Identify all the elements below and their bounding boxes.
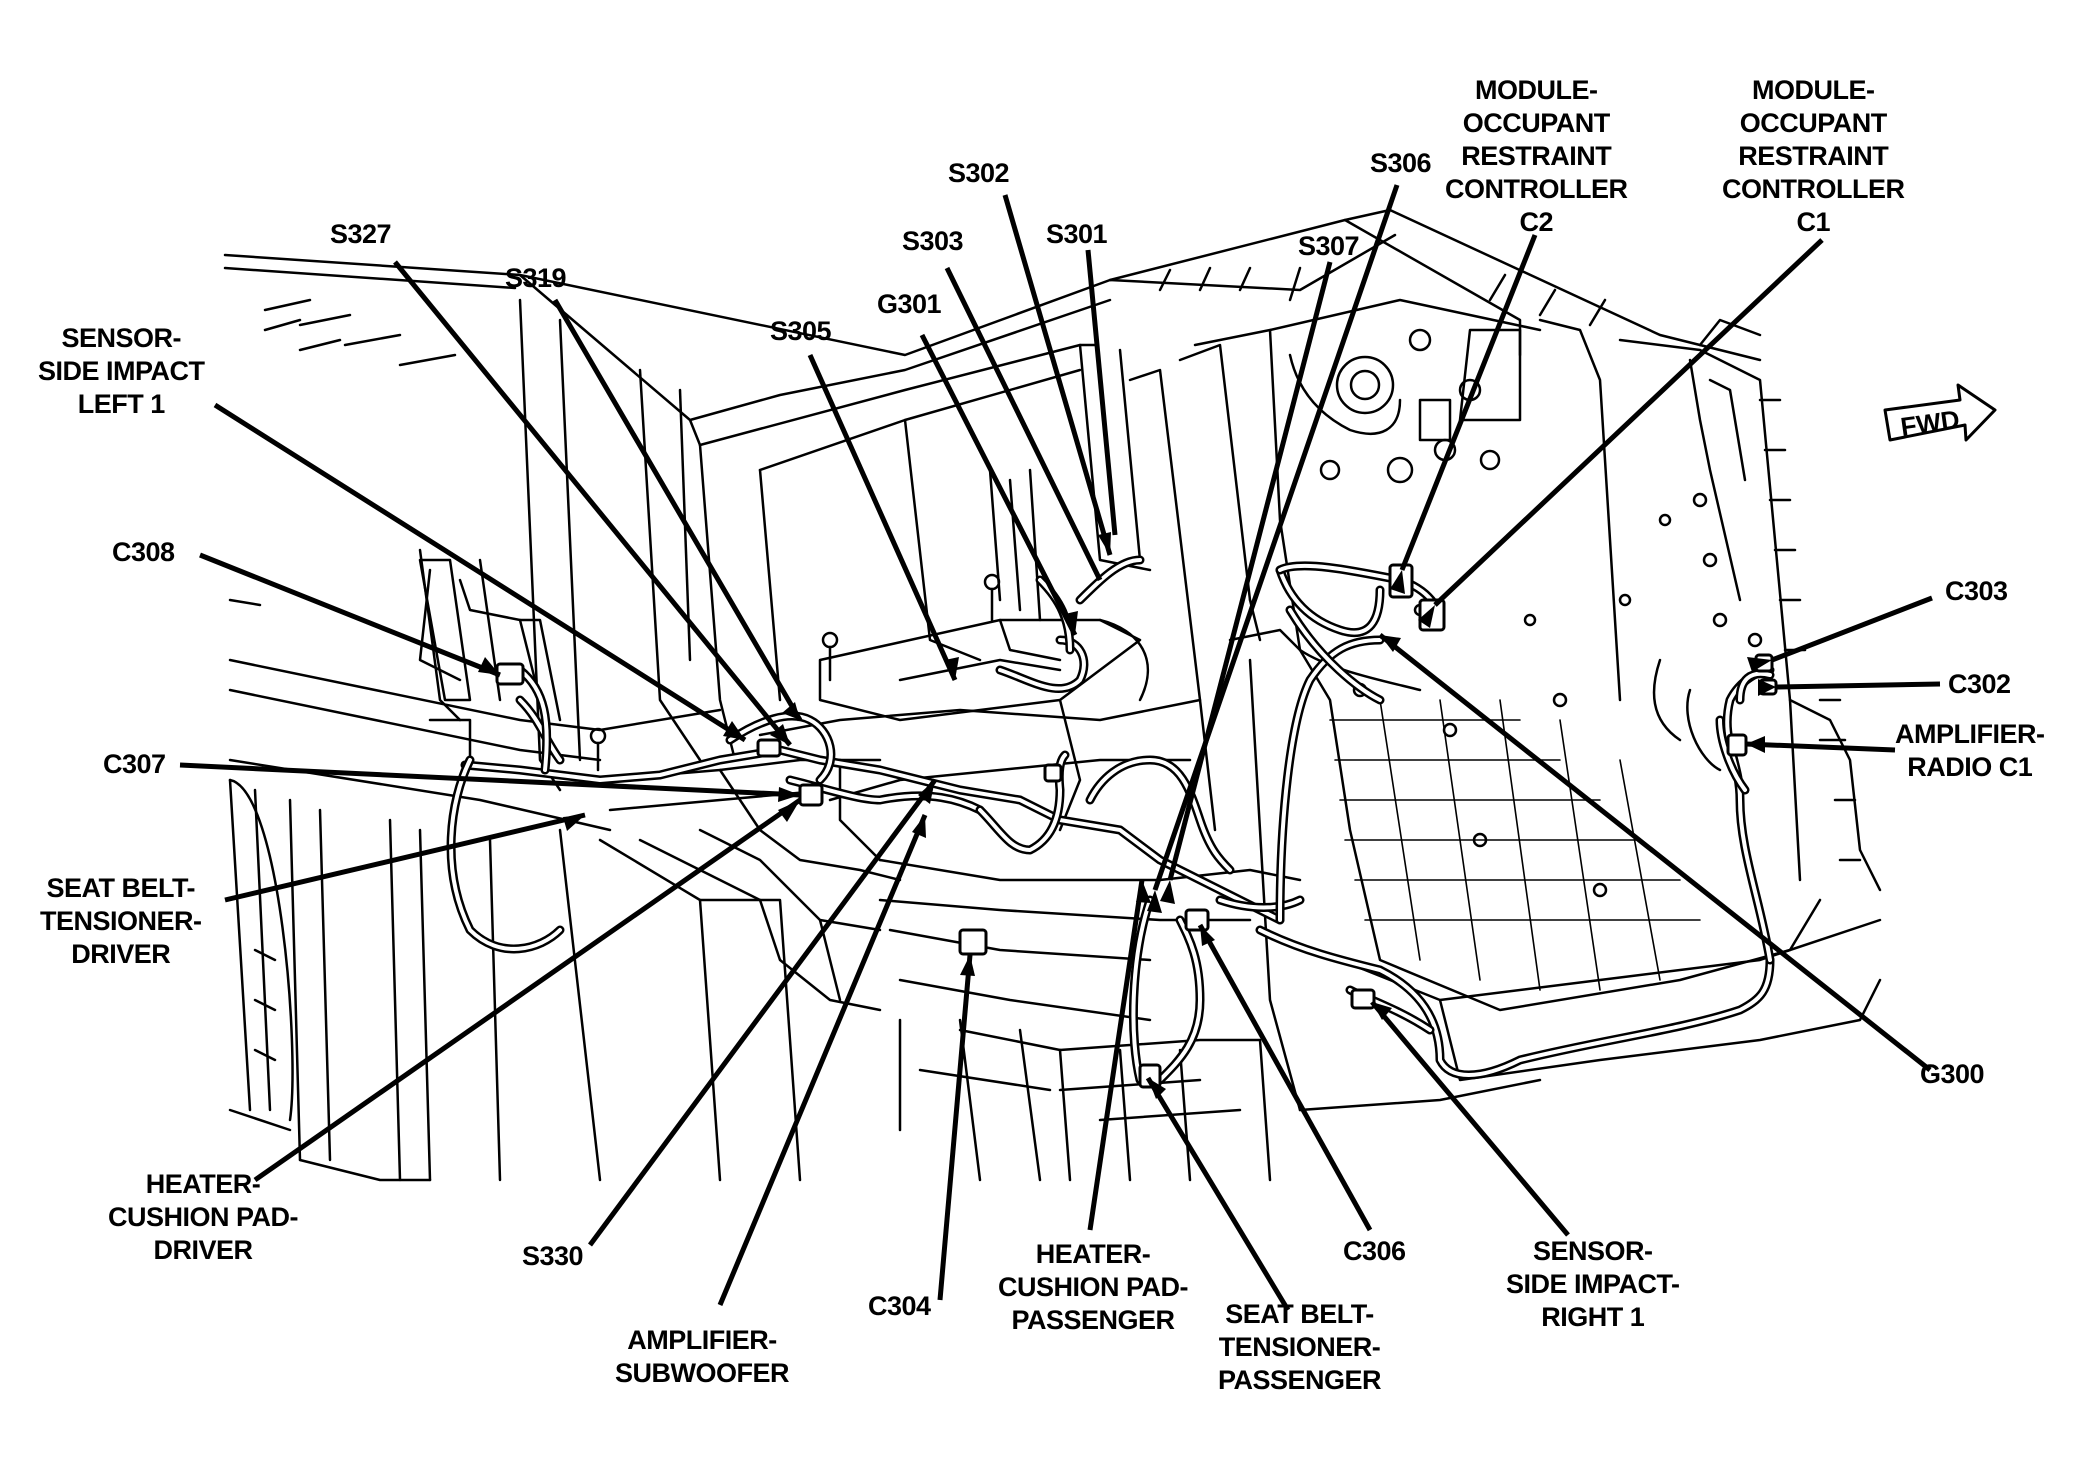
label-sensor-side-impact-left-1: SENSOR- SIDE IMPACT LEFT 1 bbox=[38, 323, 205, 419]
fwd-arrow-icon bbox=[1883, 383, 1997, 442]
label-amplifier-radio-c1: AMPLIFIER- RADIO C1 bbox=[1895, 719, 2045, 782]
label-s327: S327 bbox=[330, 219, 392, 249]
label-c303: C303 bbox=[1945, 576, 2008, 606]
label-s302: S302 bbox=[948, 158, 1010, 188]
connector-c307 bbox=[798, 783, 824, 807]
label-g300: G300 bbox=[1920, 1059, 1985, 1089]
label-c306: C306 bbox=[1343, 1236, 1406, 1266]
arrowheads bbox=[478, 532, 1776, 1099]
label-seat-belt-tensioner-passenger: SEAT BELT- TENSIONER- PASSENGER bbox=[1218, 1299, 1382, 1395]
label-heater-cushion-pad-driver: HEATER- CUSHION PAD- DRIVER bbox=[108, 1169, 299, 1265]
connector-s327 bbox=[756, 738, 782, 758]
connector-amplifier-radio bbox=[1726, 733, 1748, 757]
label-s307: S307 bbox=[1298, 231, 1360, 261]
label-c304: C304 bbox=[868, 1291, 931, 1321]
label-module-orc-c2: MODULE- OCCUPANT RESTRAINT CONTROLLER C2 bbox=[1445, 75, 1628, 237]
label-s319: S319 bbox=[505, 263, 567, 293]
connector-side-impact-right bbox=[1350, 988, 1376, 1010]
connector-c308 bbox=[495, 662, 525, 686]
wiring-harness bbox=[446, 555, 1775, 1085]
label-c307: C307 bbox=[103, 749, 166, 779]
label-s301: S301 bbox=[1046, 219, 1108, 249]
label-s330: S330 bbox=[522, 1241, 584, 1271]
label-module-orc-c1: MODULE- OCCUPANT RESTRAINT CONTROLLER C1 bbox=[1722, 75, 1905, 237]
connector-c306 bbox=[1184, 908, 1210, 932]
label-sensor-side-impact-right-1: SENSOR- SIDE IMPACT- RIGHT 1 bbox=[1506, 1236, 1680, 1332]
label-c302: C302 bbox=[1948, 669, 2011, 699]
connector-seat-belt-passenger bbox=[1138, 1063, 1162, 1089]
vehicle-body-drawing bbox=[223, 208, 1997, 1182]
label-s306: S306 bbox=[1370, 148, 1432, 178]
label-c308: C308 bbox=[112, 537, 175, 567]
label-s303: S303 bbox=[902, 226, 964, 256]
connector-c304 bbox=[958, 928, 988, 956]
label-heater-cushion-pad-passenger: HEATER- CUSHION PAD- PASSENGER bbox=[998, 1239, 1189, 1335]
label-seat-belt-tensioner-driver: SEAT BELT- TENSIONER- DRIVER bbox=[40, 873, 202, 969]
label-g301: G301 bbox=[877, 289, 942, 319]
leader-lines bbox=[179, 184, 1941, 1312]
label-amplifier-subwoofer: AMPLIFIER- SUBWOOFER bbox=[615, 1325, 790, 1388]
label-s305: S305 bbox=[770, 316, 832, 346]
connector-amplifier-subwoofer bbox=[1043, 763, 1063, 783]
